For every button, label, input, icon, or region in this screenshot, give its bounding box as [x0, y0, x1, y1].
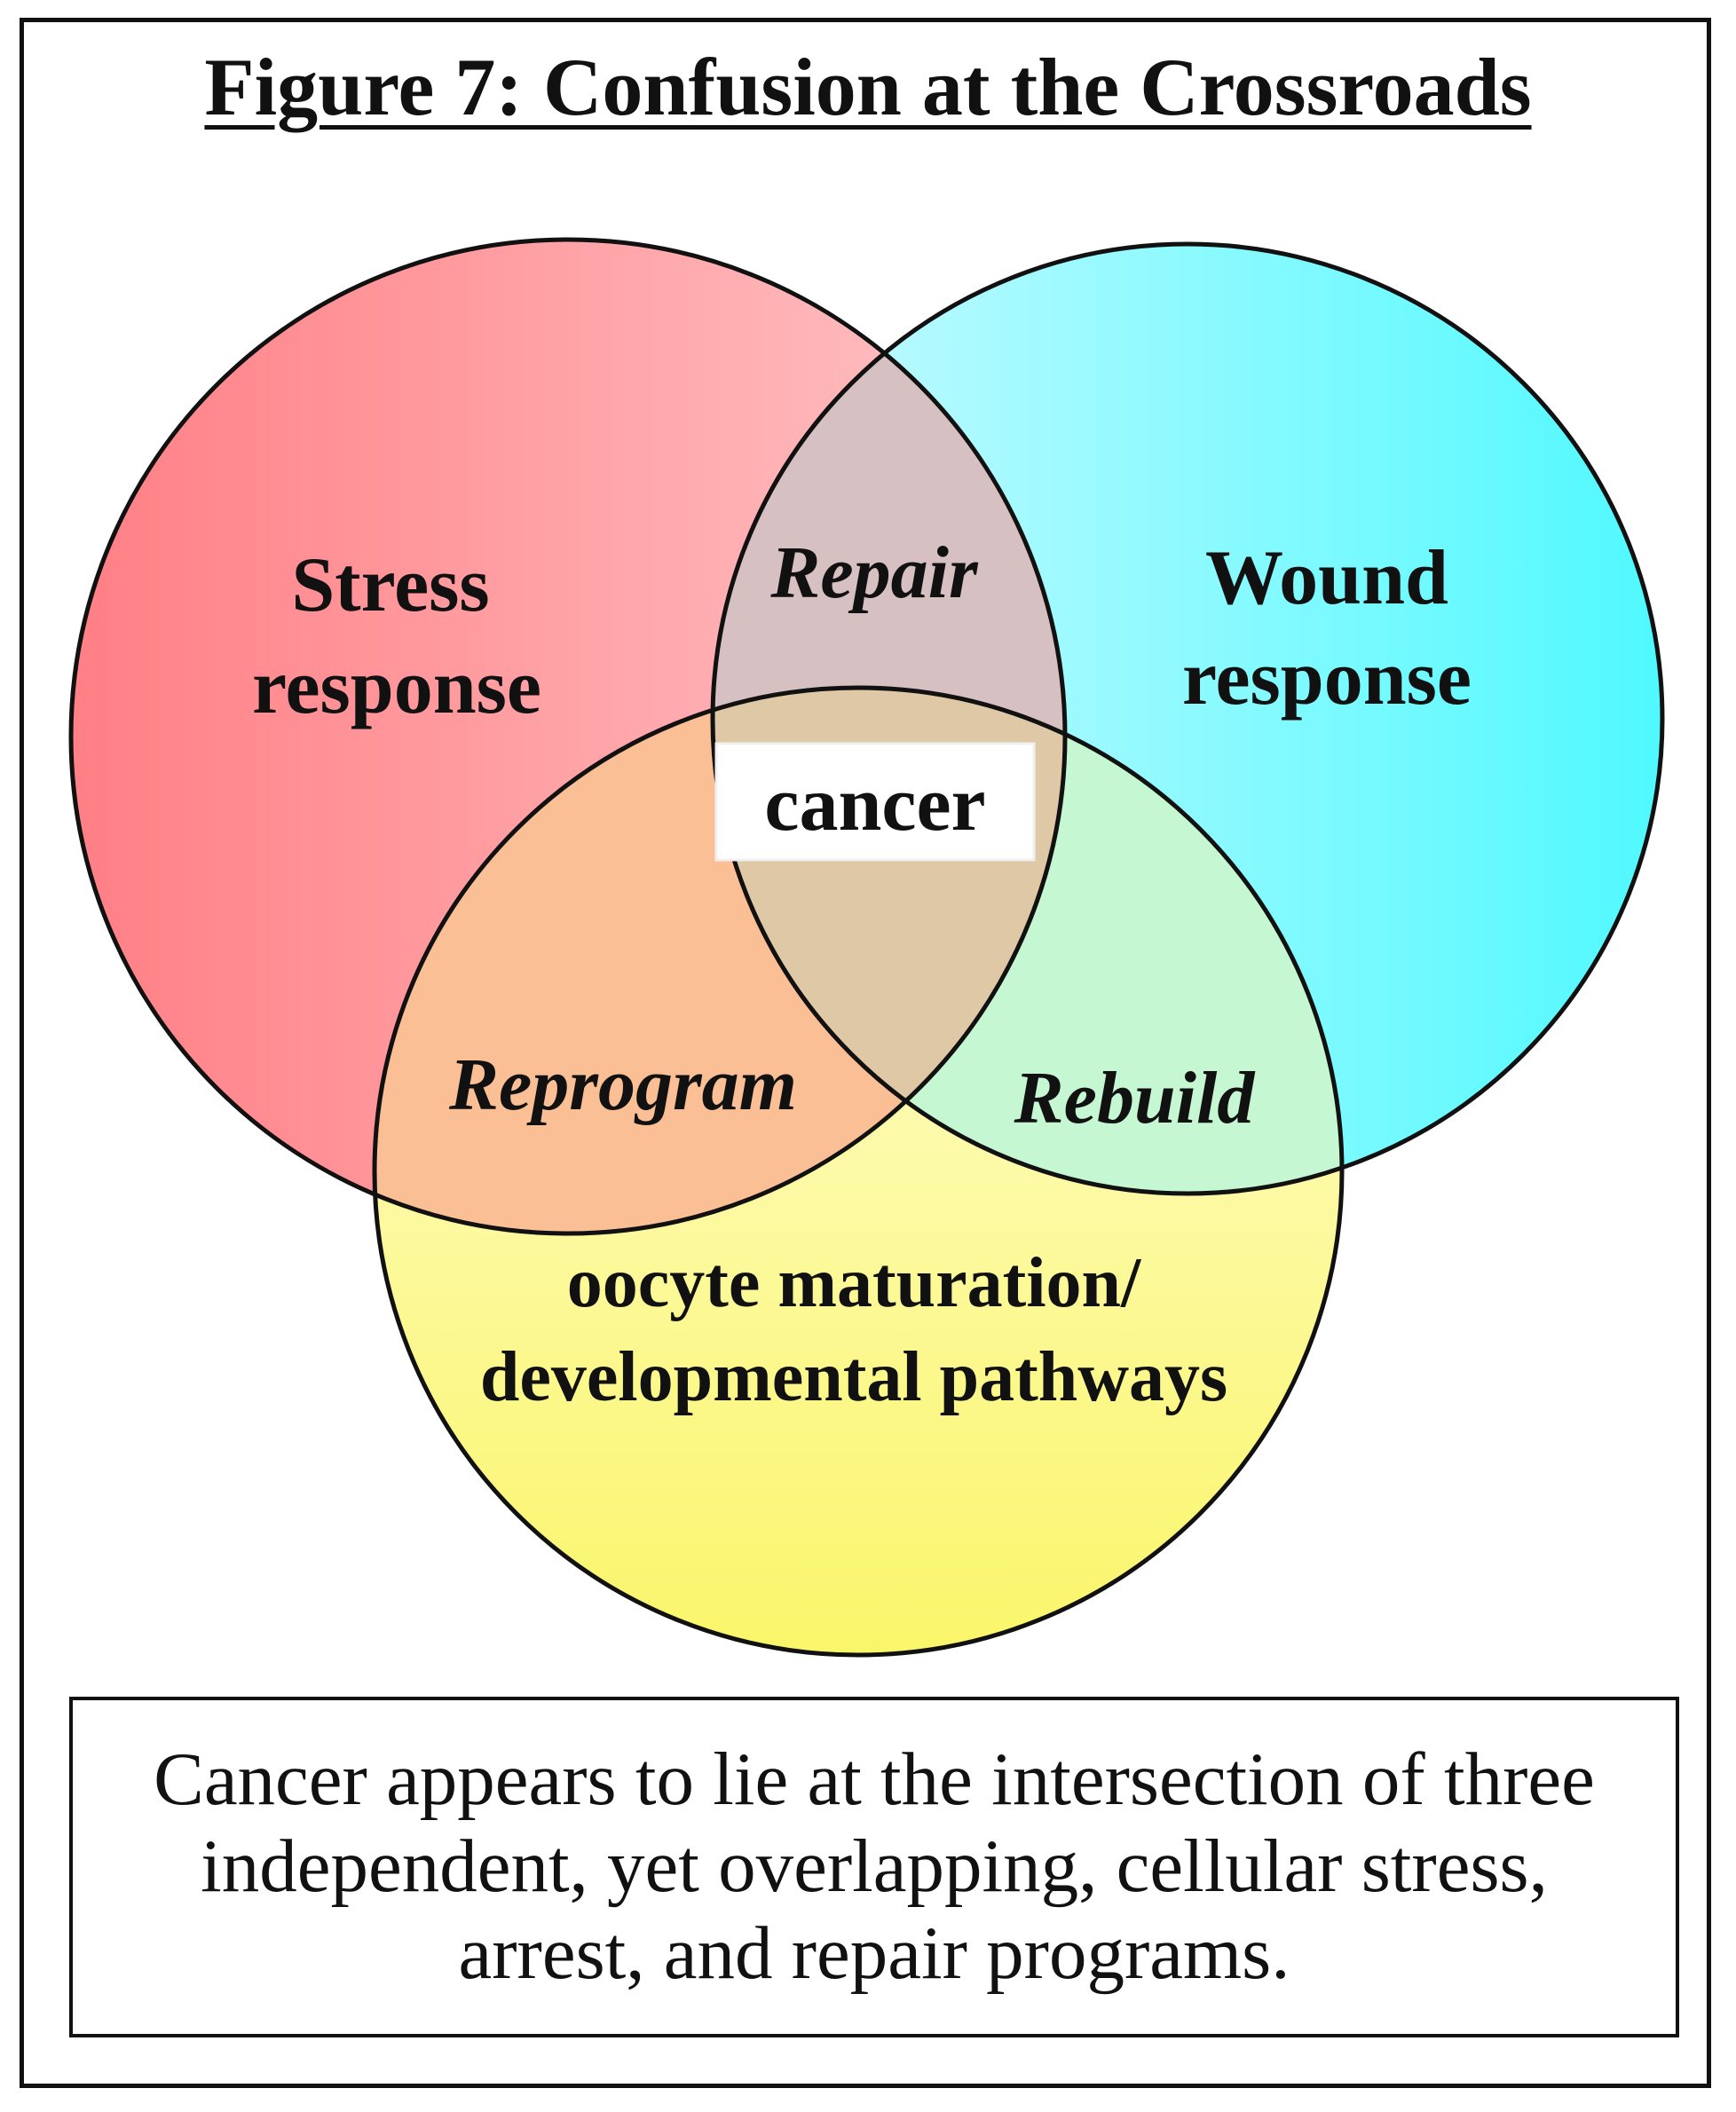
wound-label-line1: Wound: [1205, 535, 1448, 621]
cancer-label: cancer: [764, 761, 985, 847]
rebuild-label: Rebuild: [1014, 1057, 1257, 1139]
stress-label-line1: Stress: [291, 542, 489, 628]
venn-diagram: Stress response Wound response oocyte ma…: [68, 237, 1665, 1658]
stress-label-line2: response: [252, 644, 541, 730]
wound-label-line2: response: [1182, 635, 1472, 721]
caption-box: Cancer appears to lie at the intersectio…: [69, 1697, 1679, 2037]
figure-title: Figure 7: Confusion at the Crossroads: [204, 42, 1532, 132]
caption-text: Cancer appears to lie at the intersectio…: [154, 1738, 1595, 1995]
oocyte-label-line1: oocyte maturation/: [567, 1244, 1142, 1322]
cancer-box: [714, 742, 1036, 862]
oocyte-label-line2: developmental pathways: [480, 1338, 1227, 1416]
repair-label: Repair: [769, 532, 979, 614]
reprogram-label: Reprogram: [448, 1044, 797, 1126]
figure-frame: [20, 18, 1711, 2088]
